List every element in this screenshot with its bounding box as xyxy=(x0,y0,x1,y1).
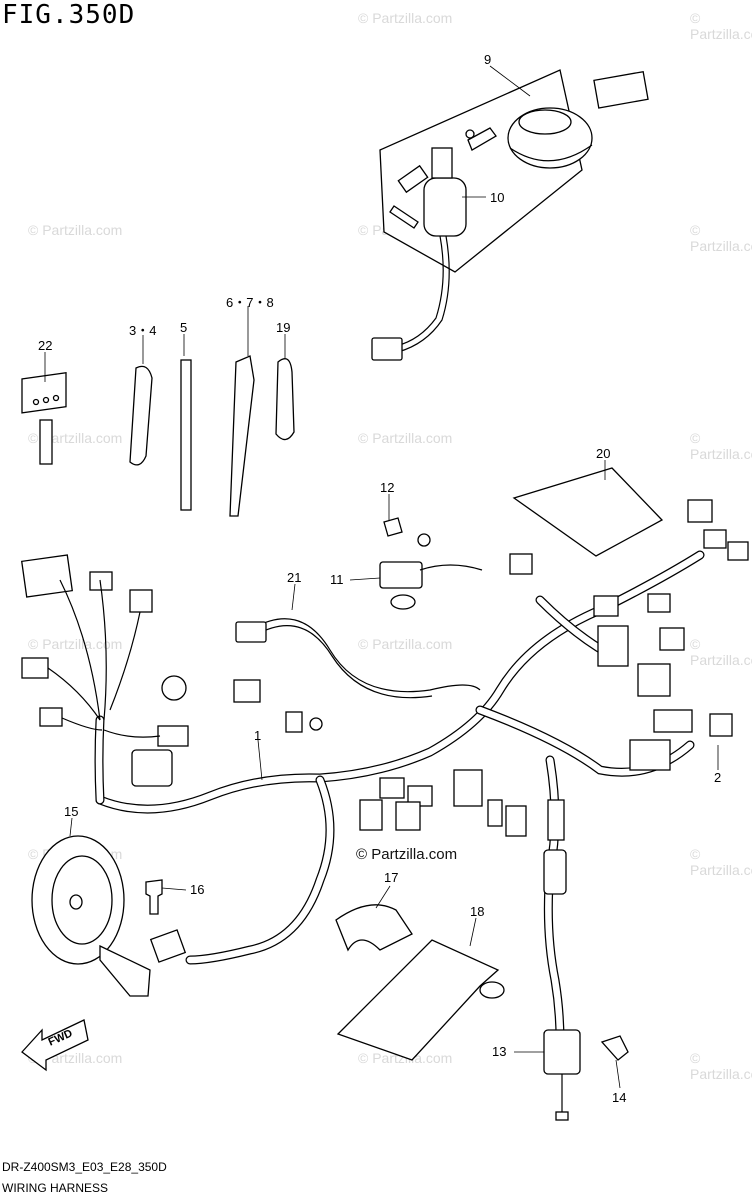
callout-17: 17 xyxy=(384,870,399,885)
fwd-arrow xyxy=(21,1019,89,1072)
part-9-key-set xyxy=(371,69,649,361)
part-5-tie xyxy=(180,359,192,511)
callout-5: 5 xyxy=(180,320,188,335)
callout-3-4: 3・4 xyxy=(129,323,157,338)
part-20-sheet xyxy=(512,467,664,557)
callout-10: 10 xyxy=(490,190,505,205)
figure-title: FIG.350D xyxy=(2,0,136,30)
part-19-clamp xyxy=(275,358,295,441)
watermark: © Partzilla.com xyxy=(690,222,752,254)
part-6-7-8-tie xyxy=(229,355,255,517)
partzilla-watermark: © Partzilla.com xyxy=(356,846,458,863)
part-12-bolt xyxy=(383,517,403,537)
callout-11: 11 xyxy=(330,572,344,587)
callout-13: 13 xyxy=(492,1044,507,1059)
callout-20: 20 xyxy=(596,446,611,461)
callout-16: 16 xyxy=(190,882,205,897)
part-14-bolt xyxy=(600,1035,629,1061)
part-16-bolt xyxy=(145,879,163,915)
part-22 xyxy=(21,371,67,465)
part-13-switch xyxy=(543,849,581,1121)
watermark: © Partzilla.com xyxy=(690,636,752,668)
part-11-relay xyxy=(379,561,423,589)
callout-1: 1 xyxy=(254,728,262,743)
watermark: © Partzilla.com xyxy=(690,846,752,878)
callout-9: 9 xyxy=(484,52,492,67)
watermark: © Partzilla.com xyxy=(690,1050,752,1082)
watermark: © Partzilla.com xyxy=(28,636,123,652)
callout-22: 22 xyxy=(38,338,53,353)
callout-14: 14 xyxy=(612,1090,627,1105)
part-18-bracket xyxy=(336,939,500,1061)
section-name: WIRING HARNESS xyxy=(2,1181,109,1195)
watermark: © Partzilla.com xyxy=(358,636,453,652)
watermark: © Partzilla.com xyxy=(358,430,453,446)
watermark: © Partzilla.com xyxy=(28,222,123,238)
callout-19: 19 xyxy=(276,320,291,335)
callout-12: 12 xyxy=(380,480,395,495)
model-code: DR-Z400SM3_E03_E28_350D xyxy=(2,1160,167,1174)
callout-18: 18 xyxy=(470,904,485,919)
part-15-horn xyxy=(31,835,151,997)
watermark: © Partzilla.com xyxy=(690,10,752,42)
part-3-4-clamp xyxy=(129,365,153,466)
callout-2: 2 xyxy=(714,770,722,785)
watermark: © Partzilla.com xyxy=(690,430,752,462)
callout-21: 21 xyxy=(287,570,302,585)
leader-lines xyxy=(44,65,719,1089)
part-21-sub-harness xyxy=(249,618,481,693)
callout-15: 15 xyxy=(64,804,79,819)
part-17-cover xyxy=(335,904,413,952)
callout-6-7-8: 6・7・8 xyxy=(226,295,274,310)
watermark: © Partzilla.com xyxy=(358,10,453,26)
